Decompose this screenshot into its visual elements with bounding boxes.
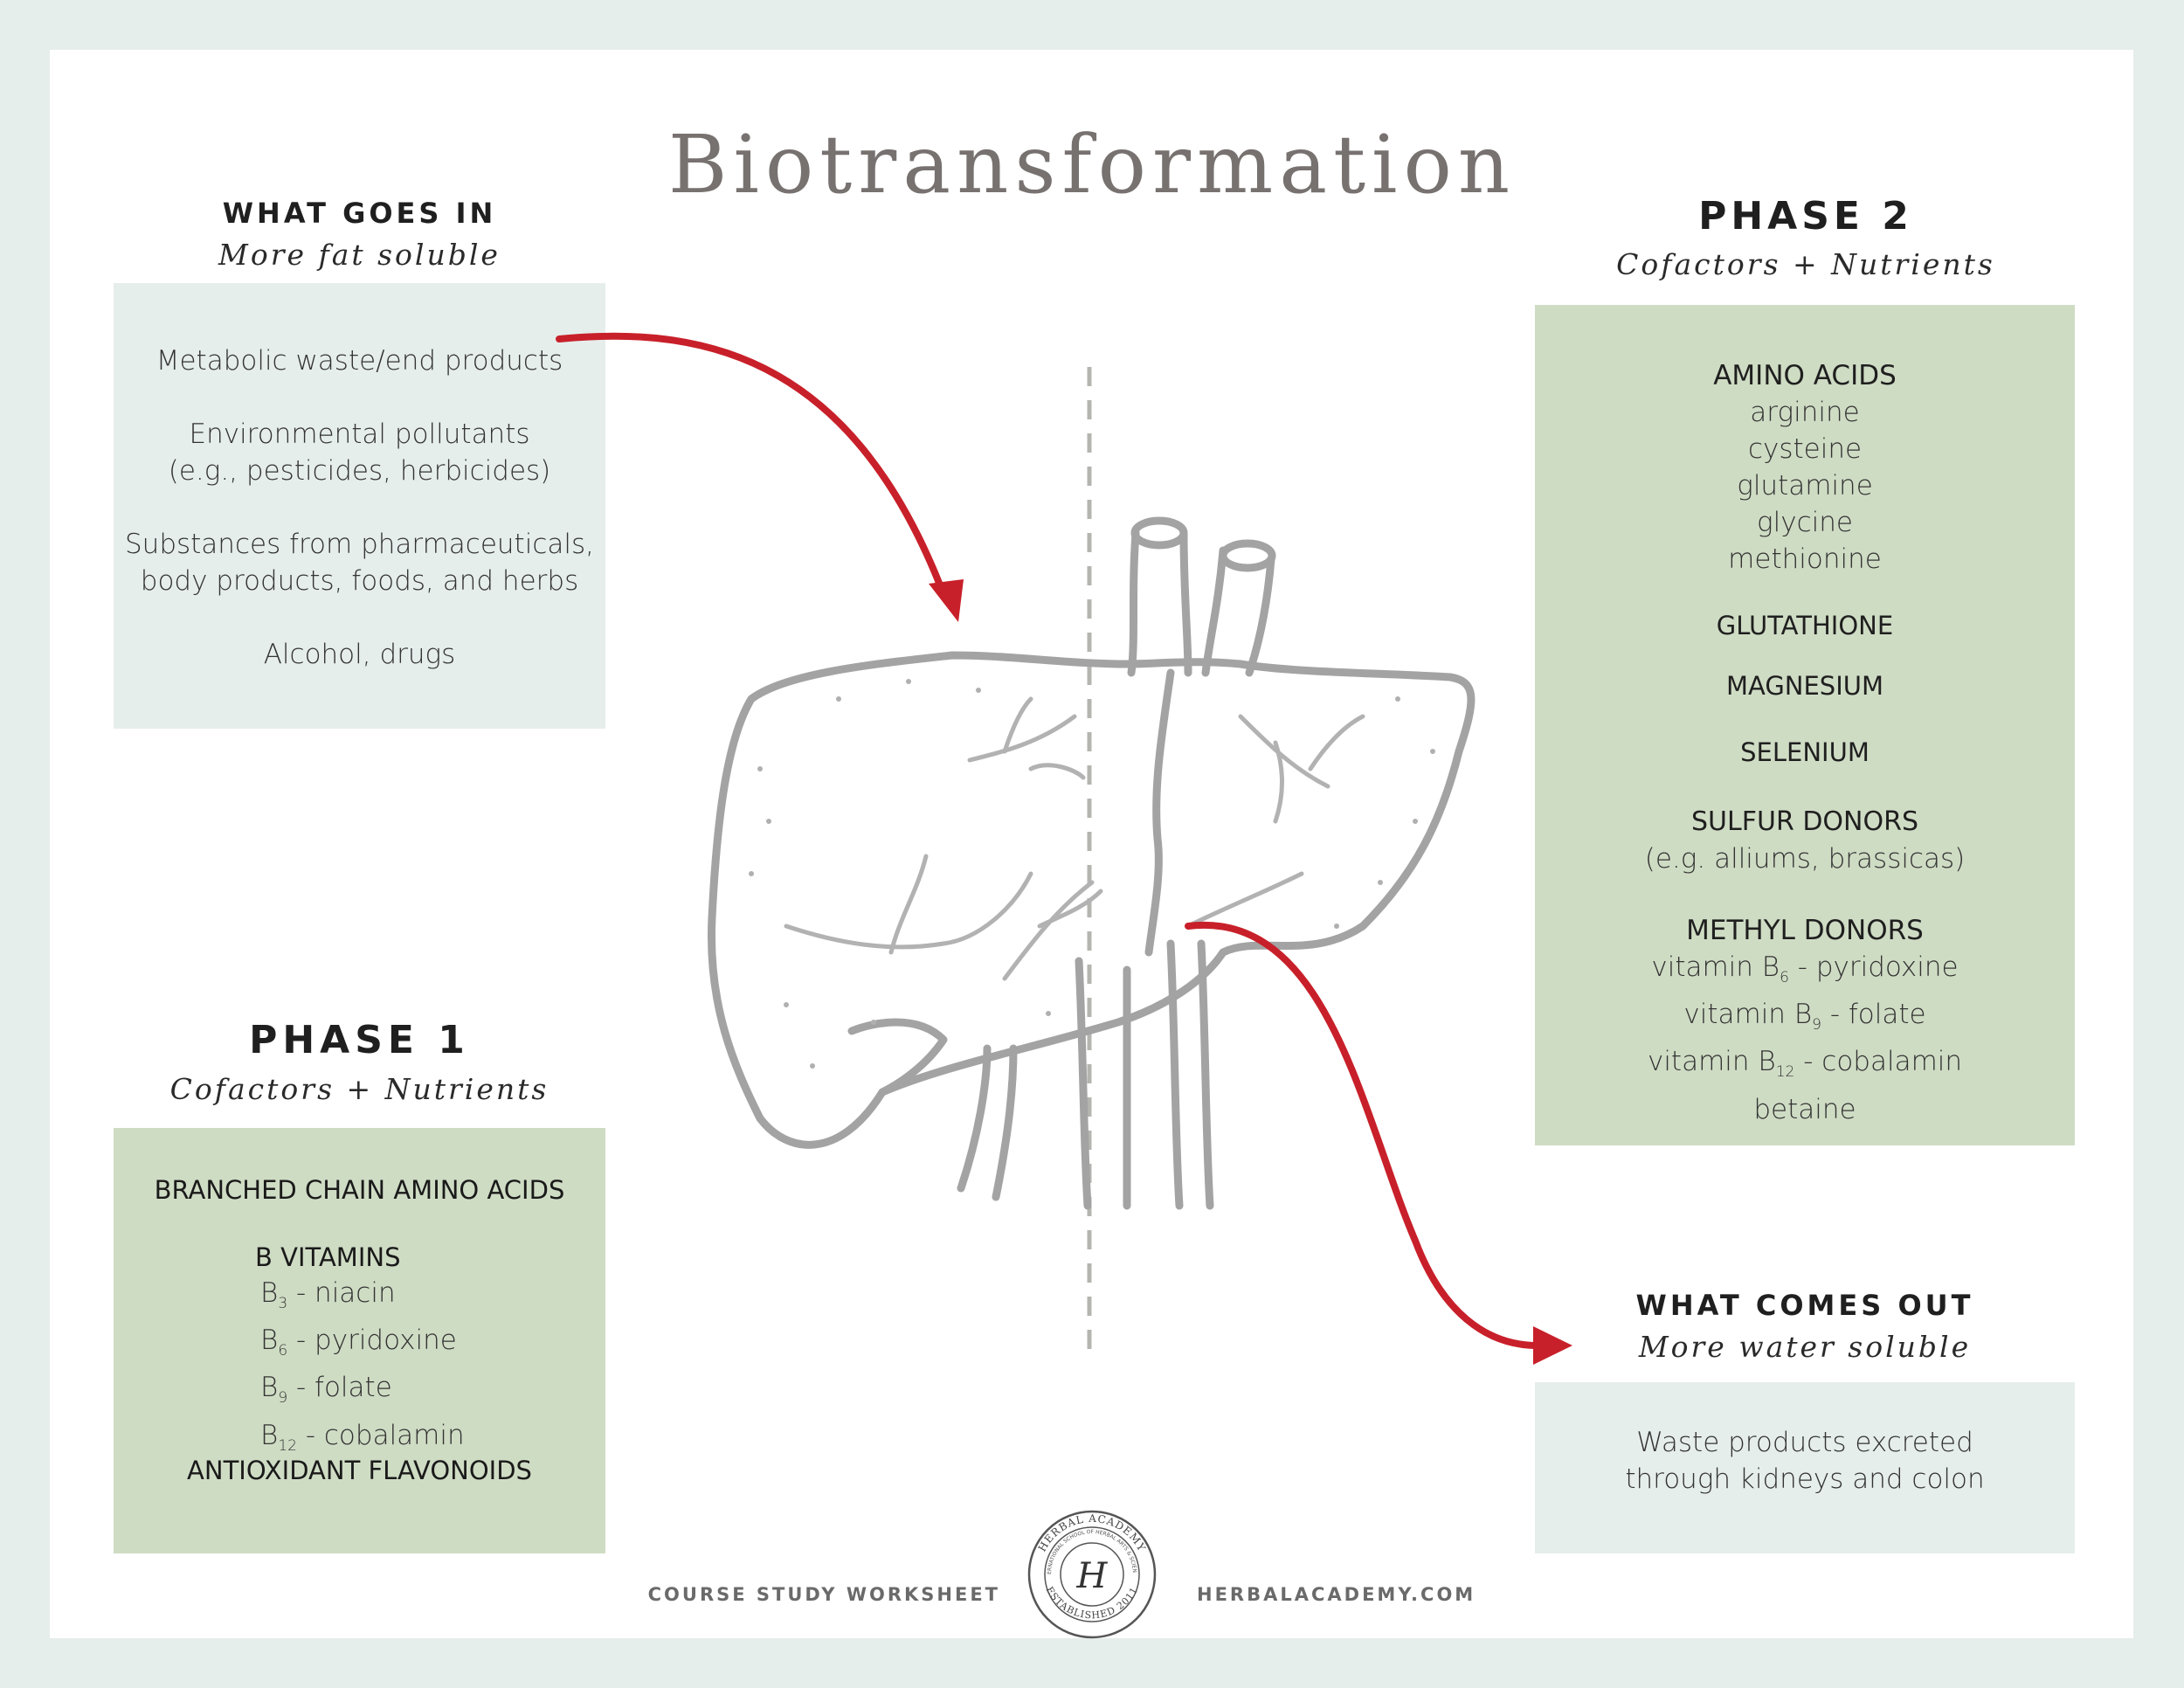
goes-in-heading: WHAT GOES IN: [222, 197, 497, 230]
b-vitamin-item: B3 - niacin: [260, 1277, 396, 1313]
inferior-vessel: [957, 1044, 1018, 1201]
methyl-donors-list: vitamin B6 - pyridoxine vitamin B9 - fola…: [1535, 949, 2075, 1091]
page-title: Biotransformation: [667, 118, 1517, 211]
amino-acid-item: glycine: [1757, 507, 1853, 538]
magnesium-label: MAGNESIUM: [1725, 671, 1884, 701]
b-vitamin-item: B9 - folate: [260, 1372, 392, 1408]
bcaa-label: BRANCHED CHAIN AMINO ACIDS: [154, 1175, 565, 1205]
liver-stipple: [749, 679, 1435, 1069]
goes-in-item: Alcohol, drugs: [263, 639, 456, 670]
arrow-in: [556, 332, 947, 598]
glutathione-label: GLUTATHIONE: [1716, 611, 1894, 640]
goes-in-item: (e.g., pesticides, herbicides): [168, 455, 551, 487]
goes-in-item: body products, foods, and herbs: [140, 565, 579, 597]
selenium-label: SELENIUM: [1740, 737, 1870, 767]
liver-veins: [784, 696, 1365, 981]
comes-out-item: Waste products excreted: [1636, 1427, 1973, 1458]
betaine-label: betaine: [1753, 1093, 1856, 1125]
herbal-academy-seal: HERBAL ACADEMY ESTABLISHED 2011 INTERNAT…: [1024, 1505, 1158, 1640]
b-vitamin-item: B12 - cobalamin: [260, 1419, 465, 1455]
phase1-heading: PHASE 1: [249, 1018, 470, 1062]
goes-in-item: Metabolic waste/end products: [156, 345, 563, 377]
amino-acid-item: cysteine: [1747, 433, 1863, 465]
goes-in-item: Substances from pharmaceuticals,: [125, 529, 594, 560]
phase2-heading: PHASE 2: [1698, 194, 1913, 239]
aorta-opening: [1219, 539, 1276, 572]
seal-letter: H: [1076, 1556, 1109, 1596]
methyl-donor-item: vitamin B12 - cobalamin: [1647, 1046, 1963, 1082]
vena-cava-opening: [1130, 516, 1188, 550]
goes-in-box: Metabolic waste/end products Environment…: [114, 283, 605, 729]
sulfur-donors-heading: SULFUR DONORS: [1691, 806, 1918, 837]
inferior-vessel: [1166, 939, 1214, 1210]
goes-in-subheading: More fat soluble: [218, 238, 501, 272]
arrow-out: [1185, 921, 1541, 1349]
gallbladder: [847, 1018, 948, 1097]
comes-out-heading: WHAT COMES OUT: [1635, 1289, 1974, 1322]
comes-out-subheading: More water soluble: [1638, 1330, 1972, 1364]
amino-acids-heading: AMINO ACIDS: [1713, 360, 1897, 391]
phase2-subheading: Cofactors + Nutrients: [1616, 247, 1995, 281]
amino-acid-item: methionine: [1728, 543, 1882, 575]
goes-in-item: Environmental pollutants: [189, 419, 530, 450]
methyl-donors-heading: METHYL DONORS: [1686, 915, 1924, 946]
amino-acid-item: arginine: [1750, 397, 1860, 428]
phase1-subheading: Cofactors + Nutrients: [169, 1072, 549, 1106]
arrow-out-head: [1533, 1326, 1572, 1365]
footer-right-link[interactable]: HERBALACADEMY.COM: [1197, 1584, 1476, 1605]
comes-out-item: through kidneys and colon: [1625, 1463, 1985, 1495]
phase1-box: BRANCHED CHAIN AMINO ACIDS B VITAMINS B3…: [114, 1128, 605, 1553]
flavonoids-label: ANTIOXIDANT FLAVONOIDS: [187, 1456, 532, 1485]
sulfur-donors-note: (e.g. alliums, brassicas): [1644, 843, 1966, 875]
seal-icon: HERBAL ACADEMY ESTABLISHED 2011 INTERNAT…: [1024, 1505, 1157, 1639]
amino-acid-item: glutamine: [1737, 470, 1873, 502]
vena-cava-vessel: [1127, 529, 1192, 677]
footer-left-text: COURSE STUDY WORKSHEET: [647, 1584, 1000, 1605]
arrow-in-head: [929, 579, 964, 622]
comes-out-box: Waste products excreted through kidneys …: [1535, 1382, 2075, 1553]
inferior-vessel: [1075, 957, 1131, 1210]
arrows: [556, 332, 1541, 1349]
methyl-donor-item: vitamin B9 - folate: [1683, 999, 1926, 1034]
b-vitamins-heading: B VITAMINS: [255, 1242, 401, 1272]
methyl-donor-item: vitamin B6 - pyridoxine: [1651, 951, 1959, 987]
liver-illustration: [707, 516, 1476, 1210]
lobe-divide: [1144, 668, 1175, 957]
phase2-box: AMINO ACIDS arginine cysteine glutamine gly…: [1535, 305, 2075, 1145]
amino-acids-list: arginine cysteine glutamine glycine methioni…: [1535, 394, 2075, 578]
b-vitamin-item: B6 - pyridoxine: [260, 1325, 457, 1360]
